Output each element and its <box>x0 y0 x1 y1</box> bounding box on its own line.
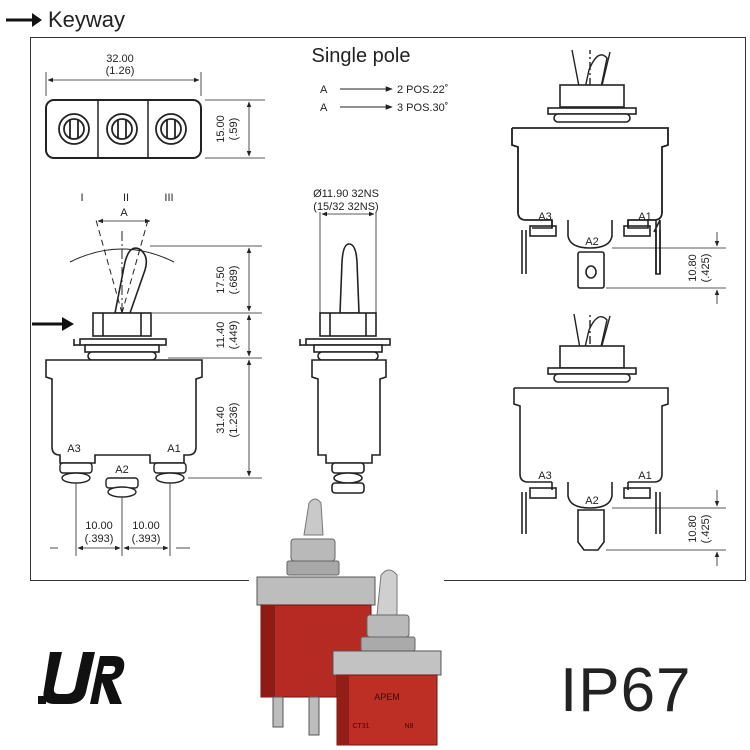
ip-rating: IP67 <box>560 656 692 725</box>
product-photo: APEM CT31 N8 <box>249 495 444 750</box>
arrow-right-icon <box>6 13 42 27</box>
dimension-label: (.393) <box>85 533 114 545</box>
dimension-label: 11.40 <box>215 322 227 349</box>
side-view: I II III A <box>32 192 262 556</box>
dimension-label: (.425) <box>700 515 712 544</box>
position-label: II <box>123 192 129 204</box>
dimension-label: (1.26) <box>106 65 135 77</box>
legend-letter: A <box>320 102 328 114</box>
keyway-label: Keyway <box>48 7 126 32</box>
photo-model: CT31 <box>352 723 369 730</box>
diagram-title: Single pole <box>312 45 411 67</box>
dimension-label: 32.00 <box>106 53 134 65</box>
dimension-label: (1.236) <box>228 403 240 438</box>
dimension-label: 10.00 <box>85 520 113 532</box>
right-view-top: A3 A1 A2 10.80 (.425) <box>511 49 726 304</box>
top-view: 32.00 (1.26) 15.00 (.59) <box>45 53 265 159</box>
photo-brand: APEM <box>374 692 400 702</box>
terminal-label: A2 <box>585 495 598 507</box>
terminal-label: A2 <box>115 464 128 476</box>
thread-label: Ø11.90 32NS <box>313 188 379 200</box>
dimension-label: 10.80 <box>687 515 699 543</box>
ur-certification-logo <box>38 652 125 704</box>
dimension-label: 10.00 <box>132 520 160 532</box>
dimension-label: (.689) <box>228 266 240 295</box>
position-label: III <box>164 192 173 204</box>
terminal-label: A1 <box>638 470 651 482</box>
dimension-label: 31.40 <box>215 406 227 434</box>
position-legend: A 2 POS.22˚ A 3 POS.30˚ <box>320 84 448 114</box>
angle-label: A <box>120 207 128 219</box>
terminal-label: A3 <box>67 443 80 455</box>
legend-text: 2 POS.22˚ <box>397 84 448 96</box>
position-label: I <box>80 192 83 204</box>
switch-front: APEM CT31 N8 <box>332 569 442 746</box>
dimension-label: (.425) <box>700 254 712 283</box>
dimension-label: (.59) <box>228 118 240 141</box>
dimension-label: (.393) <box>132 533 161 545</box>
terminal-label: A2 <box>585 236 598 248</box>
terminal-label: A1 <box>638 211 651 223</box>
keyway-arrow <box>32 317 74 331</box>
dimension-label: 17.50 <box>215 266 227 294</box>
dimension-label: 10.80 <box>687 254 699 282</box>
legend-letter: A <box>320 84 328 96</box>
terminal-label: A3 <box>538 211 551 223</box>
photo-marking: N8 <box>405 723 414 730</box>
thread-label: (15/32 32NS) <box>313 201 378 213</box>
terminal-label: A1 <box>167 443 180 455</box>
terminal-label: A3 <box>538 470 551 482</box>
keyway-header: Keyway <box>4 6 125 34</box>
dimension-label: (.449) <box>228 321 240 350</box>
right-view-bottom: A3 A1 A2 10.80 (.425) <box>513 312 726 566</box>
front-view: Ø11.90 32NS (15/32 32NS) <box>299 188 391 494</box>
dimension-label: 15.00 <box>215 115 227 143</box>
legend-text: 3 POS.30˚ <box>397 102 448 114</box>
